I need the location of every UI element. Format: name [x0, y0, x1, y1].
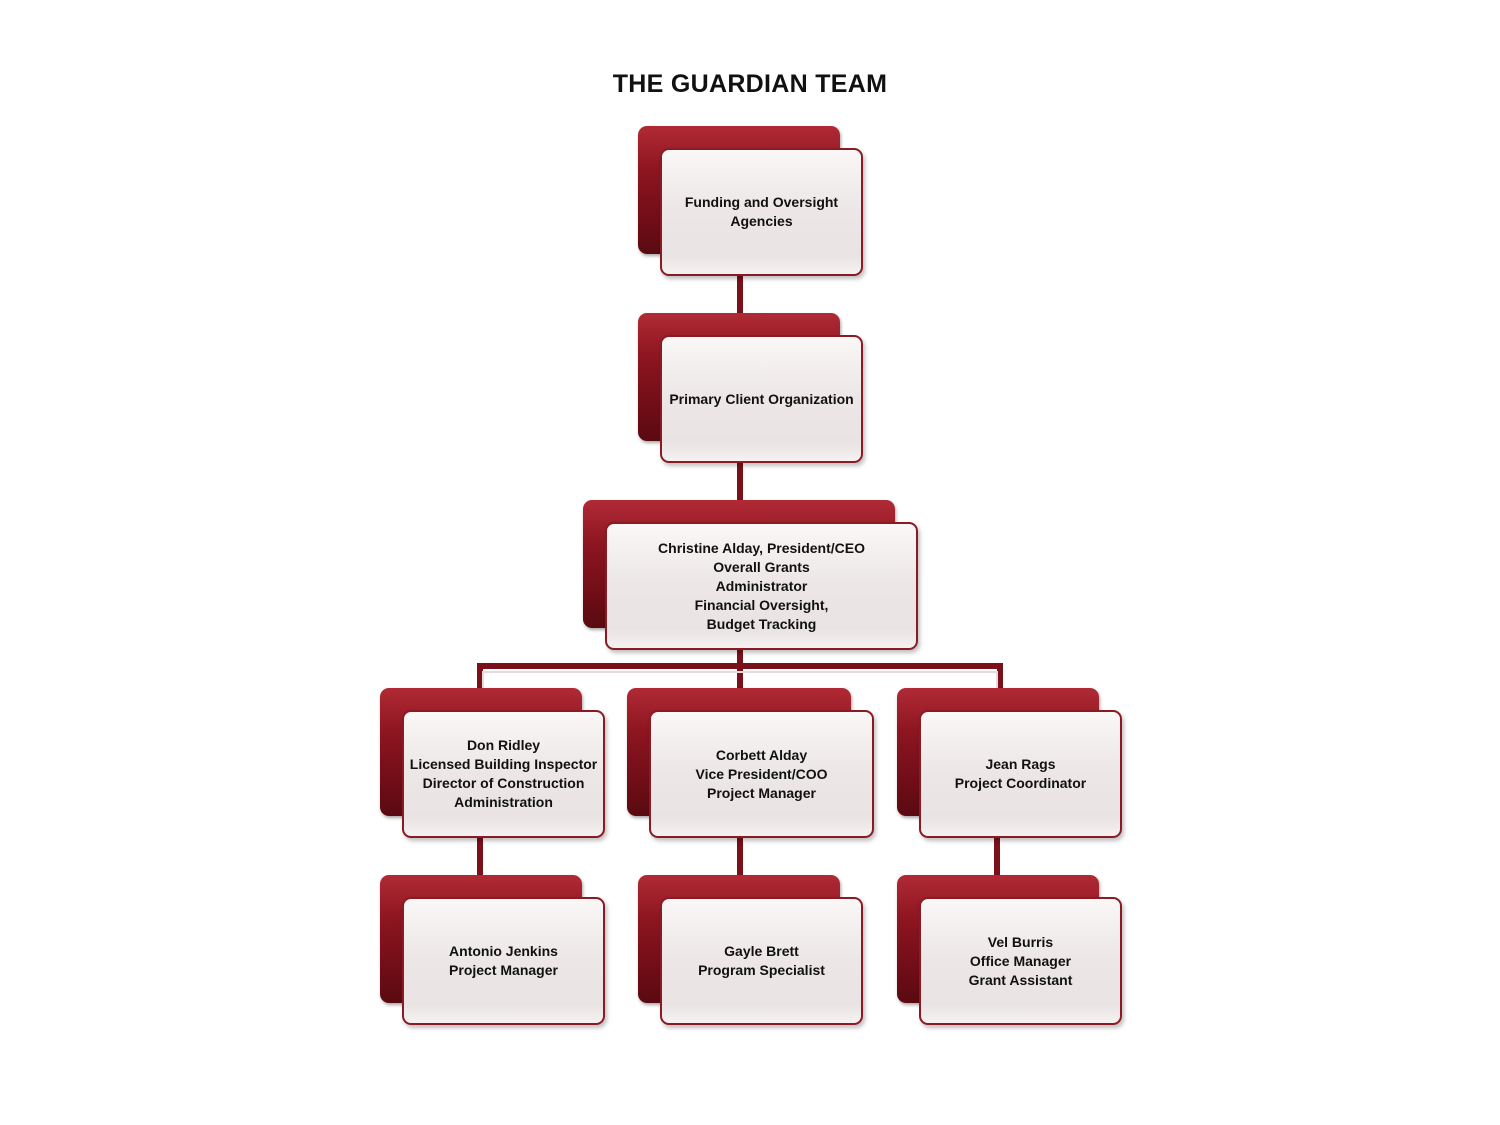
chart-title: THE GUARDIAN TEAM	[612, 70, 888, 98]
connector-bus	[477, 663, 1003, 690]
node-label: Funding and Oversight Agencies	[684, 194, 839, 229]
node-label: Christine Alday, President/CEO Overall G…	[658, 539, 865, 632]
node-label: Jean Rags Project Coordinator	[954, 756, 1087, 791]
node-label: Corbett Alday Vice President/COO Project…	[695, 746, 828, 801]
node-label: Vel Burris Office Manager Grant Assistan…	[968, 933, 1073, 988]
node-label: Gayle Brett Program Specialist	[698, 943, 825, 978]
node-label: Primary Client Organization	[669, 390, 854, 407]
node-label: Antonio Jenkins Project Manager	[449, 943, 558, 978]
node-label: Don Ridley Licensed Building Inspector D…	[409, 737, 598, 810]
